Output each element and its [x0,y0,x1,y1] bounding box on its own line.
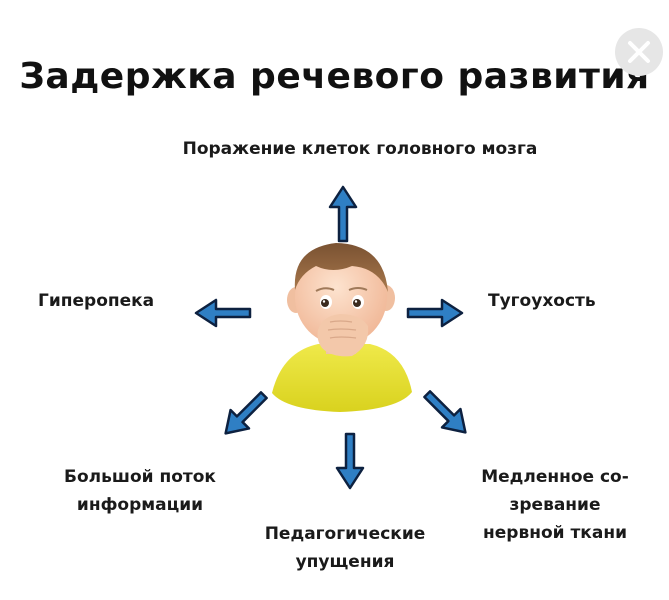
child-face-icon [272,243,412,412]
cause-hearing-loss: Тугоухость [488,291,596,311]
cause-slow-maturation-line-3: нервной ткани [483,523,627,543]
arrow-down-icon [335,432,365,490]
cause-pedagogical-neglect-line-1: Педагогические [264,524,426,544]
page-title: Задержка речевого развития [19,56,650,97]
arrow-down-right-icon [423,390,467,434]
cause-slow-maturation-line-1: Медленное со- [481,467,629,487]
cause-pedagogical-neglect-line-2: упущения [295,552,395,572]
cause-overprotection: Гиперопека [38,291,155,311]
arrow-up-icon [328,185,358,243]
cause-information-overload-line-2: информации [76,495,204,515]
arrow-right-icon [406,298,464,328]
cause-slow-maturation: Медленное со- зревание нервной ткани [455,463,655,547]
cause-brain-damage: Поражение клеток головного мозга [182,139,538,159]
arrow-left-icon [194,298,252,328]
close-button[interactable] [615,28,663,76]
cause-information-overload: Большой поток информации [40,463,240,519]
close-icon [628,41,650,63]
cause-pedagogical-neglect: Педагогические упущения [230,520,460,576]
cause-information-overload-line-1: Большой поток [64,467,216,487]
arrow-down-left-icon [224,391,268,435]
cause-slow-maturation-line-2: зревание [509,495,601,515]
